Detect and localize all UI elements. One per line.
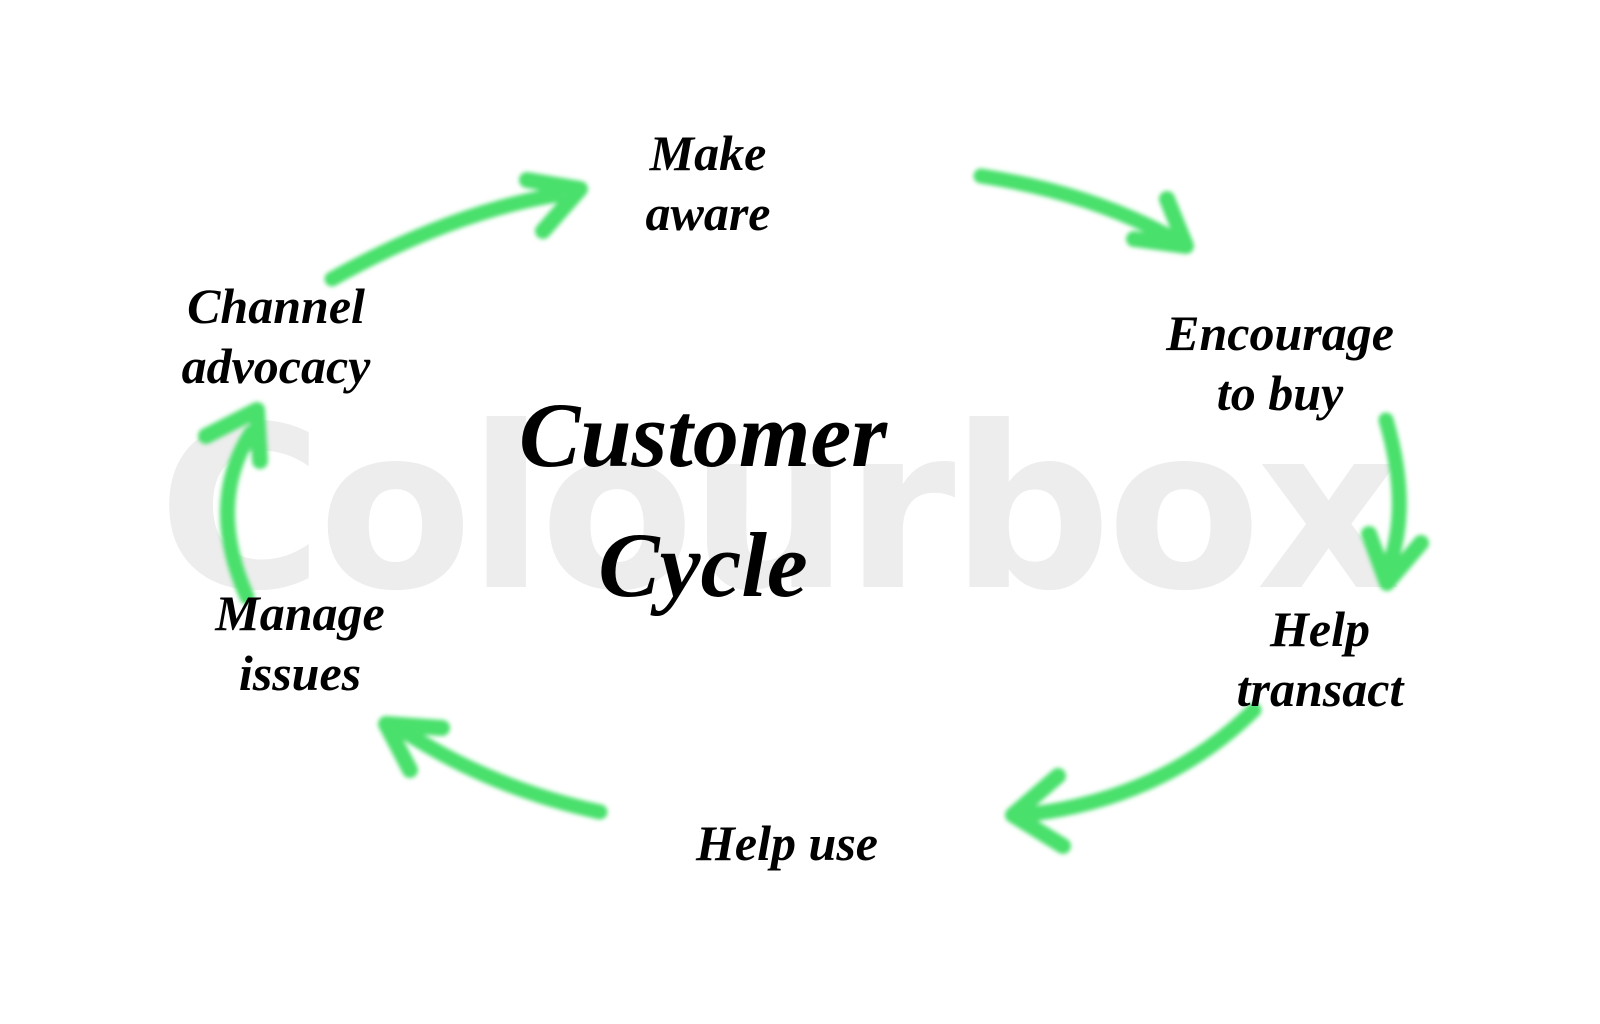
step-label-channel-advocacy: Channel advocacy bbox=[181, 278, 371, 394]
diagram-title: Customer Cycle bbox=[518, 384, 888, 616]
arrow-make-aware-to-encourage-to-buy-icon bbox=[973, 168, 1194, 254]
step-label-help-transact: Help transact bbox=[1236, 601, 1404, 717]
arrowhead-icon bbox=[519, 172, 588, 239]
arrow-shaft bbox=[1024, 702, 1262, 822]
arrowhead-icon bbox=[198, 402, 268, 469]
arrowhead-icon bbox=[1126, 191, 1194, 254]
arrow-shaft bbox=[394, 722, 608, 820]
arrow-encourage-to-buy-to-help-transact-icon bbox=[1361, 412, 1429, 591]
colourbox-watermark: Colourbox bbox=[158, 379, 1401, 641]
arrow-manage-issues-to-channel-advocacy-icon bbox=[198, 402, 268, 605]
step-label-help-use: Help use bbox=[696, 815, 878, 871]
step-label-manage-issues: Manage issues bbox=[215, 585, 385, 701]
arrow-shaft bbox=[324, 187, 564, 287]
arrow-help-use-to-manage-issues-icon bbox=[378, 716, 608, 820]
arrow-channel-advocacy-to-make-aware-icon bbox=[324, 172, 588, 287]
arrow-shaft bbox=[1378, 412, 1407, 574]
arrowhead-icon bbox=[378, 716, 450, 778]
arrowhead-icon bbox=[1005, 768, 1071, 854]
step-label-make-aware: Make aware bbox=[645, 125, 771, 241]
arrow-shaft bbox=[973, 168, 1176, 244]
arrowhead-icon bbox=[1361, 526, 1429, 591]
arrow-shaft bbox=[220, 425, 259, 605]
step-label-encourage-to-buy: Encourage to buy bbox=[1166, 305, 1394, 421]
arrow-help-transact-to-help-use-icon bbox=[1005, 702, 1262, 854]
